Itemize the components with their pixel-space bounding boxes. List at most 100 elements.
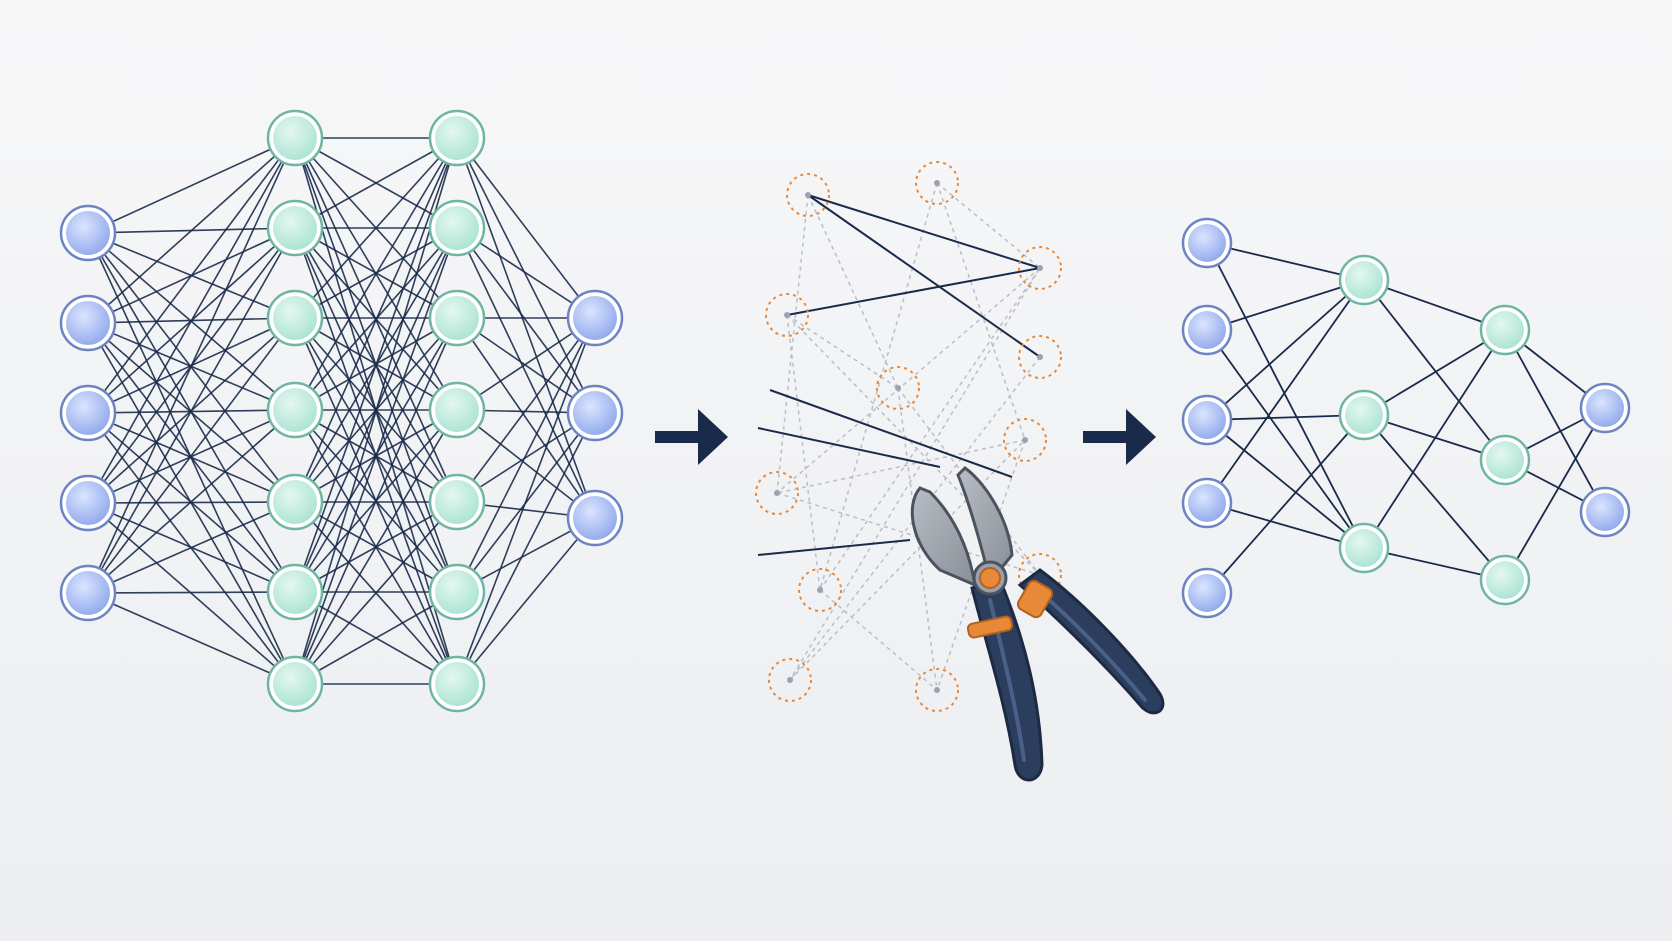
dense-edge (294, 137, 458, 593)
dense-edge (87, 137, 296, 594)
faded-edge (819, 589, 938, 691)
hidden-node (266, 473, 324, 531)
hidden-node (266, 289, 324, 347)
hidden-node (428, 381, 486, 439)
sparse-edge (1363, 329, 1506, 549)
input-node (59, 384, 117, 442)
sparse-network (1181, 217, 1631, 619)
faded-edge (776, 439, 1026, 494)
hidden-node (266, 109, 324, 167)
dense-edge (87, 409, 296, 594)
sparse-edge (1363, 279, 1506, 461)
sparse-edge (1206, 502, 1365, 549)
dense-edge (294, 501, 458, 685)
pruned-node (915, 668, 959, 712)
dense-edge (294, 137, 458, 319)
sparse-edge (1206, 279, 1365, 421)
dense-edge (87, 137, 296, 324)
sparse-edge (1206, 419, 1365, 549)
sparse-edge (1206, 329, 1365, 549)
dense-edge (456, 412, 596, 685)
dense-edge (294, 137, 458, 229)
pruned-node (1018, 335, 1062, 379)
input-node (1181, 394, 1233, 446)
hidden-node (1338, 389, 1390, 441)
input-node (59, 474, 117, 532)
faded-edge (786, 314, 821, 591)
hidden-node (266, 655, 324, 713)
faded-edge (897, 387, 1041, 576)
faded-edge (936, 182, 1026, 441)
sparse-network-edges (1206, 242, 1606, 594)
dense-edge (456, 409, 596, 519)
sparse-edge (1363, 414, 1506, 581)
pruned-node (768, 658, 812, 702)
remaining-edge (807, 194, 1041, 269)
pruned-node (755, 471, 799, 515)
output-node (566, 289, 624, 347)
dense-edge (456, 517, 596, 685)
dense-edge (456, 227, 596, 519)
dense-edge (456, 227, 596, 414)
sparse-edge (1206, 414, 1365, 594)
dense-network-edges (87, 137, 596, 685)
dense-edge (456, 317, 596, 503)
dense-edge (456, 317, 596, 593)
pruning-shears-icon (910, 466, 1165, 782)
pruned-nodes (755, 161, 1062, 712)
dense-edge (87, 232, 296, 503)
hidden-node (266, 381, 324, 439)
remaining-edge (786, 267, 1041, 316)
sparse-edge (1206, 414, 1365, 421)
hidden-node (1338, 522, 1390, 574)
pruning-in-progress (755, 161, 1062, 712)
pruned-node (765, 293, 809, 337)
sparse-edge (1206, 279, 1365, 331)
faded-edge (819, 267, 1041, 591)
input-node (59, 294, 117, 352)
output-node (566, 489, 624, 547)
dense-edge (456, 137, 596, 319)
input-node (1181, 477, 1233, 529)
pruned-node (798, 568, 842, 612)
hidden-node (428, 563, 486, 621)
remaining-edge (757, 427, 941, 468)
sparse-edge (1504, 329, 1606, 513)
hidden-node (428, 289, 486, 347)
hidden-node (428, 109, 486, 167)
output-node (566, 384, 624, 442)
faded-edge (819, 182, 938, 591)
pruned-edges (757, 182, 1041, 691)
input-node (1181, 567, 1233, 619)
hidden-node (266, 199, 324, 257)
dense-edge (294, 409, 458, 685)
dense-edge (87, 501, 296, 594)
dense-edge (294, 137, 458, 503)
input-node (1181, 217, 1233, 269)
output-node (1579, 486, 1631, 538)
hidden-node (428, 473, 486, 531)
dense-edge (456, 137, 596, 519)
dense-edge (87, 317, 296, 594)
dense-edge (456, 317, 596, 685)
hidden-node (1338, 254, 1390, 306)
dense-edge (294, 137, 458, 411)
dense-edge (87, 137, 296, 234)
dense-edge (456, 137, 596, 414)
hidden-node (428, 655, 486, 713)
dense-edge (87, 412, 296, 503)
faded-edge (776, 267, 1041, 494)
input-node (1181, 304, 1233, 356)
sparse-edge (1363, 329, 1506, 416)
sparse-edge (1206, 242, 1365, 549)
pruned-node (1018, 246, 1062, 290)
arrow-right-icon (655, 409, 728, 465)
dense-edge (87, 137, 296, 504)
faded-edge (776, 194, 809, 494)
pruned-node (915, 161, 959, 205)
input-node (59, 564, 117, 622)
faded-edge (807, 194, 899, 389)
